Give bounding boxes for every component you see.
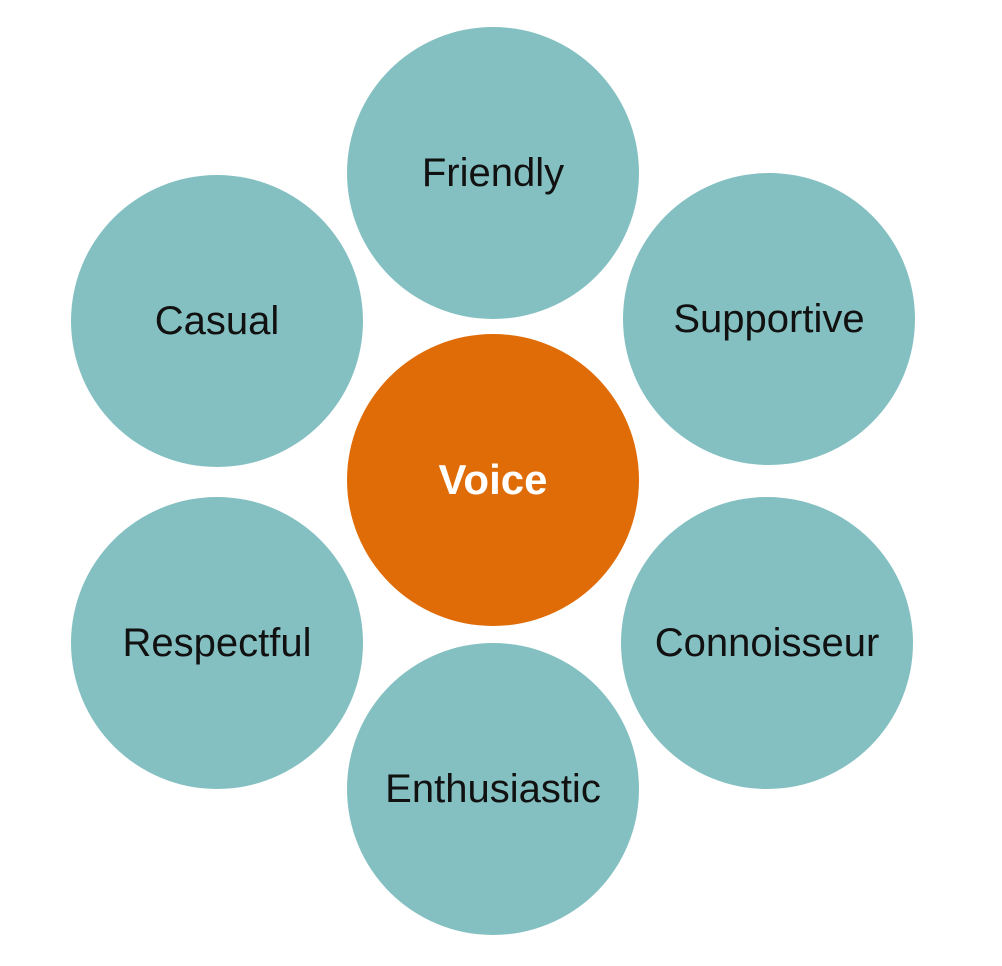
petal-friendly: Friendly — [347, 27, 639, 319]
petal-respectful: Respectful — [71, 497, 363, 789]
petal-label-supportive: Supportive — [673, 297, 865, 341]
petal-label-enthusiastic: Enthusiastic — [385, 767, 601, 811]
petal-label-friendly: Friendly — [421, 151, 565, 195]
petal-label-connoisseur: Connoisseur — [654, 621, 880, 665]
petal-label-respectful: Respectful — [122, 621, 312, 665]
petal-casual: Casual — [71, 175, 363, 467]
petal-label-casual: Casual — [154, 299, 280, 343]
petal-connoisseur: Connoisseur — [621, 497, 913, 789]
center-label: Voice — [438, 456, 548, 503]
petal-supportive: Supportive — [623, 173, 915, 465]
petal-enthusiastic: Enthusiastic — [347, 643, 639, 935]
center-circle-voice: Voice — [347, 334, 639, 626]
